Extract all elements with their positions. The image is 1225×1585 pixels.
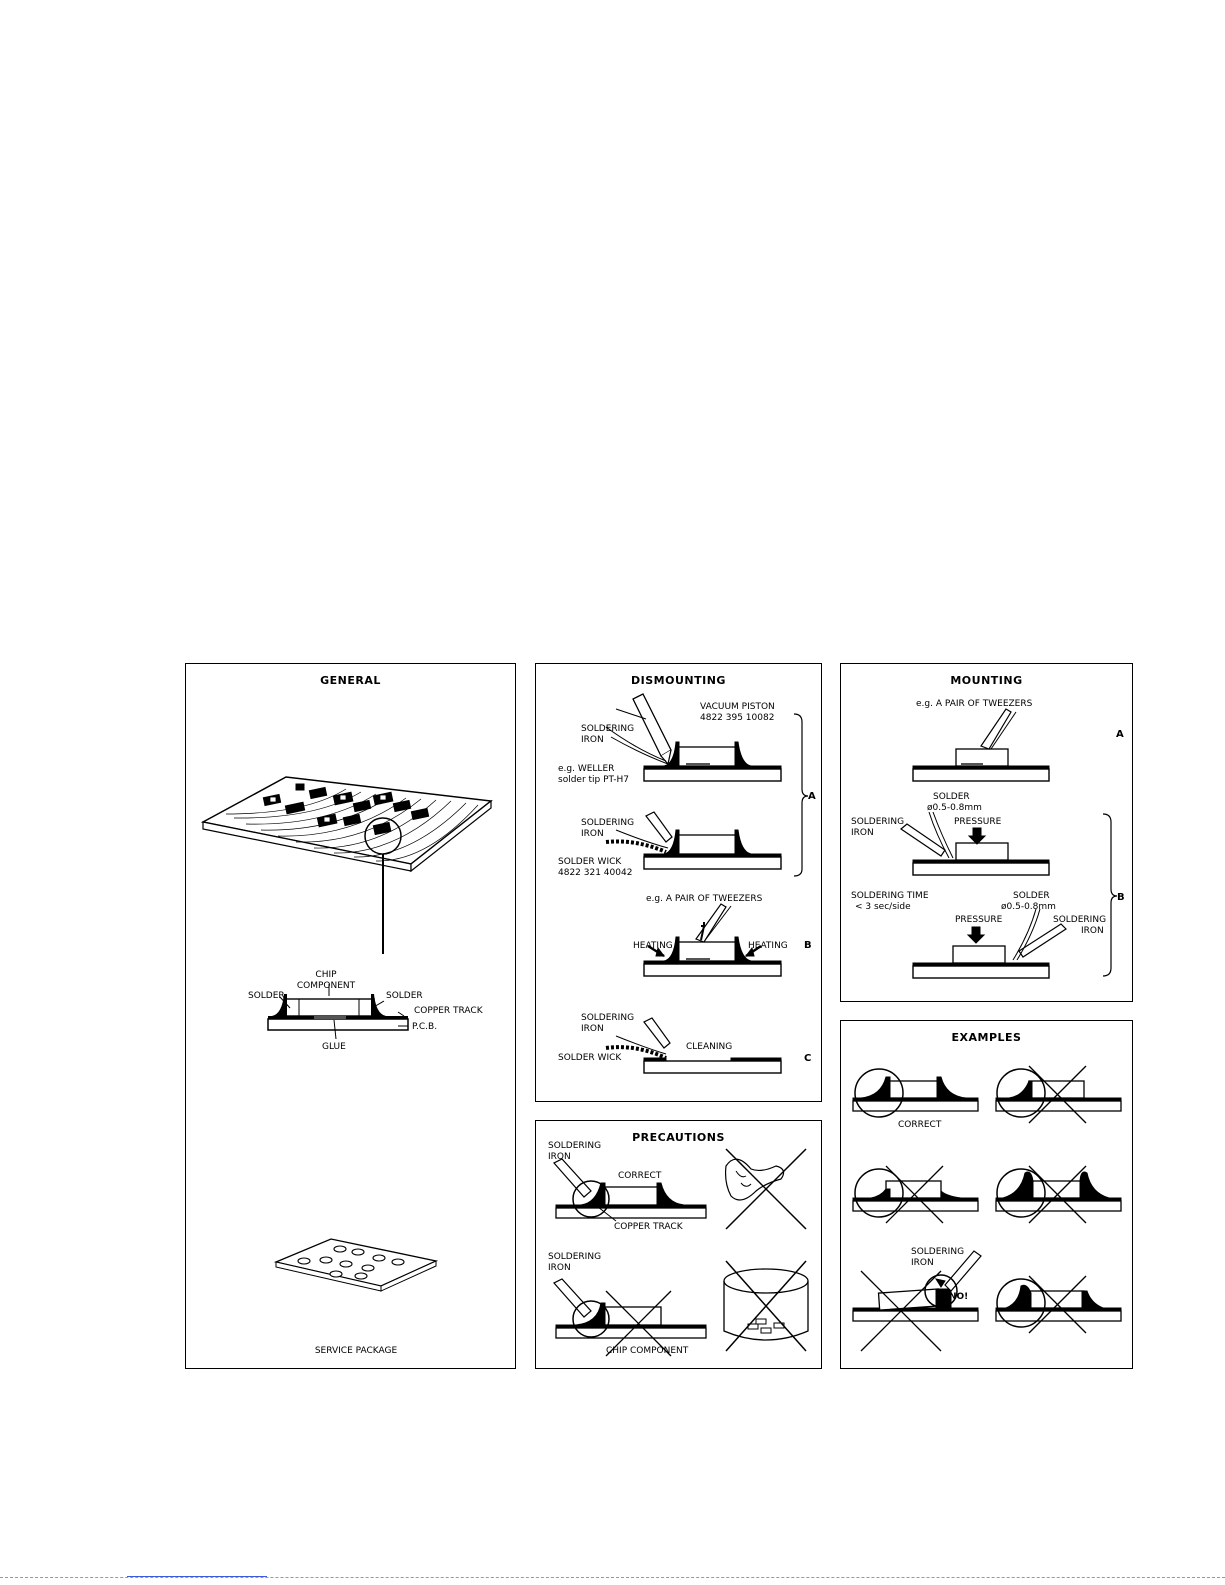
general-illustration: CHIP COMPONENT SOLDER SOLDER COPPER TRAC… — [200, 776, 493, 1356]
weller-label: e.g. WELLER — [558, 764, 614, 774]
vacuum-piston-number: 4822 395 10082 — [700, 713, 774, 723]
soldering-iron-label-1b: IRON — [581, 735, 604, 745]
soldering-iron-label-1a: SOLDERING — [581, 724, 634, 734]
soldering-iron-label-3b: IRON — [581, 1024, 604, 1034]
solder-wick-label-2: SOLDER WICK — [558, 1053, 622, 1063]
footer-dotted-rule — [0, 1577, 1225, 1578]
label-glue: GLUE — [322, 1042, 346, 1052]
mount-pressure-2: PRESSURE — [955, 915, 1003, 925]
mount-pressure-1: PRESSURE — [954, 817, 1002, 827]
precaution-correct-drawing — [553, 1158, 707, 1222]
mount-iron-1a: SOLDERING — [851, 817, 904, 827]
precautions-title: PRECAUTIONS — [632, 1131, 725, 1144]
label-component: COMPONENT — [297, 981, 356, 991]
mount-step-b1-drawing — [900, 811, 1050, 876]
dismount-step-wick — [605, 811, 782, 870]
dismount-step-cleaning — [605, 1017, 782, 1074]
label-copper-track: COPPER TRACK — [414, 1006, 484, 1016]
example-wrong-1 — [995, 1065, 1122, 1124]
general-title: GENERAL — [320, 674, 381, 687]
footer-link-underline — [127, 1576, 267, 1577]
service-package-label: SERVICE PACKAGE — [315, 1346, 398, 1356]
mount-brace-b — [1102, 813, 1118, 977]
mount-tweezers-label: e.g. A PAIR OF TWEEZERS — [916, 699, 1033, 709]
mount-iron-2a: SOLDERING — [1053, 915, 1106, 925]
chip-cross-section — [267, 984, 409, 1040]
example-wrong-2 — [852, 1165, 979, 1224]
vacuum-piston-label: VACUUM PISTON — [700, 702, 775, 712]
dismount-step-heating — [643, 903, 782, 977]
precaution-iron-2a: SOLDERING — [548, 1252, 601, 1262]
example-correct-drawing — [852, 1068, 979, 1118]
dismount-step-vacuum — [605, 693, 782, 782]
dismounting-illustration: VACUUM PISTON 4822 395 10082 SOLDERING I… — [558, 693, 816, 1074]
solder-wick-number: 4822 321 40042 — [558, 868, 632, 878]
soldering-iron-label-2a: SOLDERING — [581, 818, 634, 828]
hand-crossed-drawing — [724, 1148, 807, 1230]
mounting-title: MOUNTING — [950, 674, 1023, 687]
precautions-illustration: SOLDERING IRON CORRECT COPPER TRACK SOLD… — [548, 1141, 809, 1357]
mount-time-1: SOLDERING TIME — [851, 891, 929, 901]
mount-iron-1b: IRON — [851, 828, 874, 838]
label-chip: CHIP — [315, 970, 337, 980]
soldering-iron-label-2b: IRON — [581, 829, 604, 839]
examples-panel: EXAMPLES CORRECT — [840, 1020, 1133, 1369]
precautions-panel: PRECAUTIONS SOLDERING IRON CORRECT COPPE… — [535, 1120, 822, 1369]
service-package-drawing — [273, 1238, 439, 1292]
example-iron-label-a: SOLDERING — [911, 1247, 964, 1257]
examples-title: EXAMPLES — [951, 1031, 1022, 1044]
mount-solder-2: SOLDER — [1013, 891, 1050, 901]
mount-iron-2b: IRON — [1081, 926, 1104, 936]
precaution-iron-2b: IRON — [548, 1263, 571, 1273]
weller-tip-label: solder tip PT-H7 — [558, 775, 629, 785]
general-panel: GENERAL — [185, 663, 516, 1369]
mount-step-b2-drawing — [912, 908, 1067, 979]
example-wrong-4 — [852, 1250, 982, 1352]
example-no-label: NO! — [949, 1292, 968, 1302]
mounting-panel: MOUNTING e.g. A PAIR OF TWEEZERS A SOLDE… — [840, 663, 1133, 1002]
brace-a — [793, 713, 809, 877]
label-pcb: P.C.B. — [412, 1022, 437, 1032]
mount-step-a-drawing — [912, 708, 1050, 782]
precaution-iron-1a: SOLDERING — [548, 1141, 601, 1151]
mount-dia-1: ø0.5-0.8mm — [927, 803, 982, 813]
example-correct-label: CORRECT — [898, 1120, 942, 1130]
pcb-board-drawing — [200, 776, 493, 954]
precaution-iron-1b: IRON — [548, 1152, 571, 1162]
step-a-label: A — [808, 791, 816, 802]
dismounting-title: DISMOUNTING — [631, 674, 726, 687]
label-solder-left: SOLDER — [248, 991, 285, 1001]
heating-right-label: HEATING — [748, 941, 788, 951]
example-wrong-5 — [995, 1275, 1122, 1334]
precaution-wrong-drawing — [553, 1278, 707, 1357]
step-c-label: C — [804, 1053, 811, 1064]
precaution-chip-label: CHIP COMPONENT — [606, 1346, 689, 1356]
mount-step-b: B — [1117, 892, 1125, 903]
tweezers-label: e.g. A PAIR OF TWEEZERS — [646, 894, 763, 904]
jar-crossed-drawing — [723, 1260, 809, 1352]
cleaning-label: CLEANING — [686, 1042, 732, 1052]
heating-left-label: HEATING — [633, 941, 673, 951]
example-iron-label-b: IRON — [911, 1258, 934, 1268]
mount-step-a: A — [1116, 729, 1124, 740]
solder-wick-label: SOLDER WICK — [558, 857, 622, 867]
mount-dia-2: ø0.5-0.8mm — [1001, 902, 1056, 912]
example-wrong-3 — [995, 1165, 1122, 1224]
step-b-label: B — [804, 940, 812, 951]
mount-time-2: < 3 sec/side — [855, 902, 911, 912]
dismounting-panel: DISMOUNTING VACUUM PISTON 4822 395 10082… — [535, 663, 822, 1102]
precaution-correct-label: CORRECT — [618, 1171, 662, 1181]
mount-solder-1: SOLDER — [933, 792, 970, 802]
precaution-copper-label: COPPER TRACK — [614, 1222, 684, 1232]
examples-illustration: CORRECT — [852, 1065, 1122, 1352]
mounting-illustration: e.g. A PAIR OF TWEEZERS A SOLDER ø0.5-0.… — [851, 699, 1125, 979]
label-solder-right: SOLDER — [386, 991, 423, 1001]
soldering-iron-label-3a: SOLDERING — [581, 1013, 634, 1023]
